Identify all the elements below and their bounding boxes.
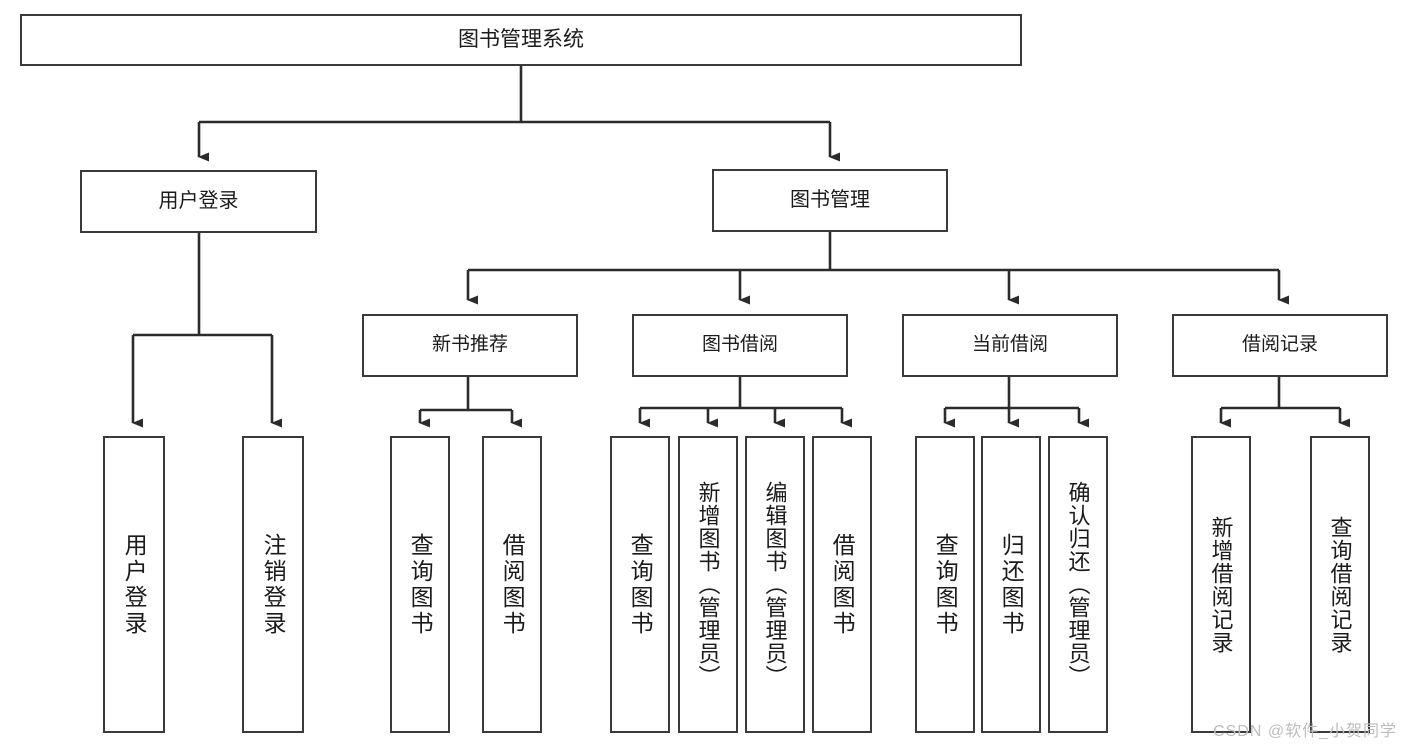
node-label: 图书管理 [790, 188, 870, 211]
node-book-management[interactable]: 图书管理 [712, 169, 948, 232]
leaf-label: 查询图书 [932, 532, 959, 637]
node-label: 图书管理系统 [458, 27, 584, 51]
leaf-label: 新增图书（管理员） [695, 481, 721, 688]
leaf-record-add-borrow-record[interactable]: 新增借阅记录 [1191, 436, 1251, 733]
leaf-label: 查询图书 [627, 532, 654, 637]
leaf-current-return-book[interactable]: 归还图书 [981, 436, 1041, 733]
leaf-label: 用户登录 [121, 532, 148, 637]
leaf-borrow-add-book-admin[interactable]: 新增图书（管理员） [678, 436, 738, 733]
leaf-label: 归还图书 [998, 532, 1025, 637]
leaf-label: 编辑图书（管理员） [762, 481, 788, 688]
leaf-user-login-login[interactable]: 用户登录 [103, 436, 165, 733]
leaf-recommend-query-book[interactable]: 查询图书 [390, 436, 450, 733]
leaf-label: 查询借阅记录 [1327, 515, 1353, 654]
node-label: 当前借阅 [971, 334, 1048, 356]
leaf-label: 确认归还（管理员） [1065, 481, 1091, 688]
leaf-borrow-query-book[interactable]: 查询图书 [610, 436, 670, 733]
leaf-user-login-logout[interactable]: 注销登录 [242, 436, 304, 733]
leaf-borrow-edit-book-admin[interactable]: 编辑图书（管理员） [745, 436, 805, 733]
leaf-label: 借阅图书 [829, 532, 856, 637]
watermark-text: CSDN @软件_小贺同学 [1213, 723, 1397, 740]
leaf-current-query-book[interactable]: 查询图书 [915, 436, 975, 733]
leaf-label: 借阅图书 [499, 532, 526, 637]
node-label: 新书推荐 [431, 334, 508, 356]
leaf-record-query-borrow-record[interactable]: 查询借阅记录 [1310, 436, 1370, 733]
node-label: 用户登录 [158, 189, 239, 212]
node-book-borrow[interactable]: 图书借阅 [632, 314, 848, 377]
node-label: 借阅记录 [1241, 334, 1318, 356]
node-user-login[interactable]: 用户登录 [80, 170, 317, 233]
node-new-book-recommend[interactable]: 新书推荐 [362, 314, 578, 377]
node-label: 图书借阅 [701, 334, 778, 356]
leaf-borrow-borrow-book[interactable]: 借阅图书 [812, 436, 872, 733]
leaf-label: 注销登录 [260, 532, 287, 637]
node-root-system[interactable]: 图书管理系统 [20, 14, 1022, 66]
leaf-label: 新增借阅记录 [1208, 515, 1234, 654]
leaf-recommend-borrow-book[interactable]: 借阅图书 [482, 436, 542, 733]
leaf-label: 查询图书 [407, 532, 434, 637]
leaf-current-confirm-return-admin[interactable]: 确认归还（管理员） [1048, 436, 1108, 733]
node-current-borrow[interactable]: 当前借阅 [902, 314, 1118, 377]
node-borrow-record[interactable]: 借阅记录 [1172, 314, 1388, 377]
